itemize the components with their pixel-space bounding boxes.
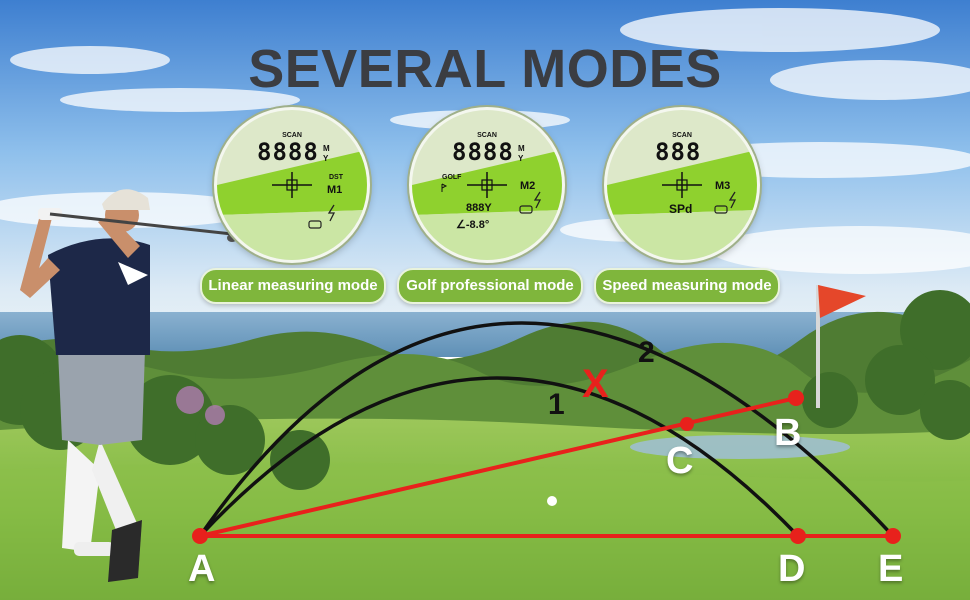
unit-y: Y: [518, 154, 524, 163]
distance-digits: 8888: [257, 138, 319, 166]
mode-id: M3: [715, 180, 731, 192]
speed-unit: SPd: [669, 202, 693, 216]
page-title: SEVERAL MODES: [248, 39, 722, 99]
golfer-figure: [20, 189, 237, 582]
mode-display-linear: SCAN 8888 M Y DST M1: [214, 107, 370, 263]
flag-icon: [816, 285, 866, 408]
mode-id: M2: [520, 180, 536, 192]
scan-label: SCAN: [672, 132, 692, 139]
mode-label-speed: Speed measuring mode: [594, 268, 780, 304]
unit-y: Y: [323, 154, 329, 163]
scan-label: SCAN: [282, 132, 302, 139]
point-label-a: A: [188, 548, 216, 590]
point-label-e: E: [878, 548, 904, 590]
mode-tag: DST: [329, 174, 343, 181]
rangefinder-screen-icon: [607, 150, 757, 260]
mode-tag: GOLF: [442, 174, 462, 181]
rangefinder-screen-icon: [412, 150, 562, 260]
unit-m: M: [323, 144, 330, 153]
mode-id: M1: [327, 184, 343, 196]
golf-distance-readout: 888Y: [466, 202, 492, 214]
point-label-b: B: [774, 412, 802, 454]
mode-label-golf: Golf professional mode: [397, 268, 583, 304]
distance-digits: 8888: [452, 138, 514, 166]
trajectory-label-2: 2: [638, 336, 655, 369]
scan-label: SCAN: [477, 132, 497, 139]
point-label-c: C: [666, 440, 694, 482]
mode-label-linear: Linear measuring mode: [200, 268, 386, 304]
rangefinder-screen-icon: [217, 150, 367, 260]
angle-readout: ∠-8.8°: [456, 219, 490, 231]
mode-display-speed: SCAN 888 M3 SPd: [604, 107, 760, 263]
mode-display-golf: SCAN 8888 M Y GOLF M2 888Y ∠-8.8°: [409, 107, 565, 263]
point-label-d: D: [778, 548, 806, 590]
miss-mark: X: [582, 362, 609, 406]
speed-digits: 888: [655, 138, 702, 166]
trajectory-label-1: 1: [548, 388, 565, 421]
unit-m: M: [518, 144, 525, 153]
